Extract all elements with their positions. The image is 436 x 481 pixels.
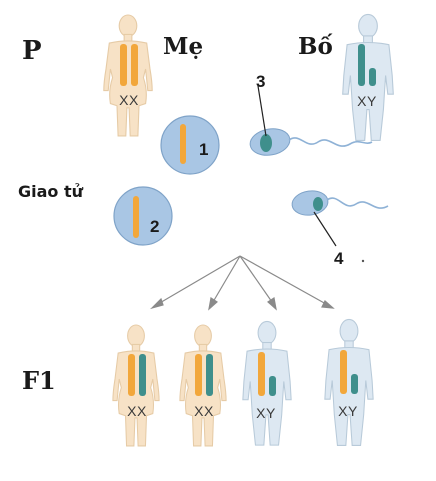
offspring-male-1 [242,320,292,446]
sperm-cell-3 [249,128,373,156]
x-chromosome [131,44,138,86]
offspring-2-karyotype: XX [194,403,214,419]
x-chromosome-father [358,44,365,86]
dot-mark [361,259,365,263]
offspring-4-karyotype: XY [338,403,358,419]
egg-1-number: 1 [199,140,208,159]
offspring-1-karyotype: XX [127,403,147,419]
generation-p-label: P [22,36,42,66]
y-chromosome [369,68,376,86]
pointer-line-3 [257,85,267,137]
gamete-label: Giao tử [18,182,84,201]
father-figure [342,13,394,141]
generation-f1-label: F1 [22,366,56,395]
egg-cell-1 [160,115,220,175]
mother-figure [103,14,153,137]
offspring-3-karyotype: XY [256,405,276,421]
pointer-line-4 [313,211,337,247]
offspring-male-2 [324,318,374,446]
egg-cell-2 [113,186,173,246]
x-chromosome [120,44,127,86]
sperm-3-number: 3 [256,72,265,91]
mother-label: Mẹ [163,33,204,60]
offspring-female-2 [179,324,227,447]
father-label: Bố [298,33,333,60]
offspring-female-1 [112,324,160,447]
sperm-cell-4 [291,190,389,216]
sperm-4-number: 4 [334,249,344,268]
father-karyotype: XY [357,93,377,109]
egg-2-number: 2 [150,217,159,236]
fertilization-arrows [149,255,335,311]
mother-karyotype: XX [119,92,139,108]
